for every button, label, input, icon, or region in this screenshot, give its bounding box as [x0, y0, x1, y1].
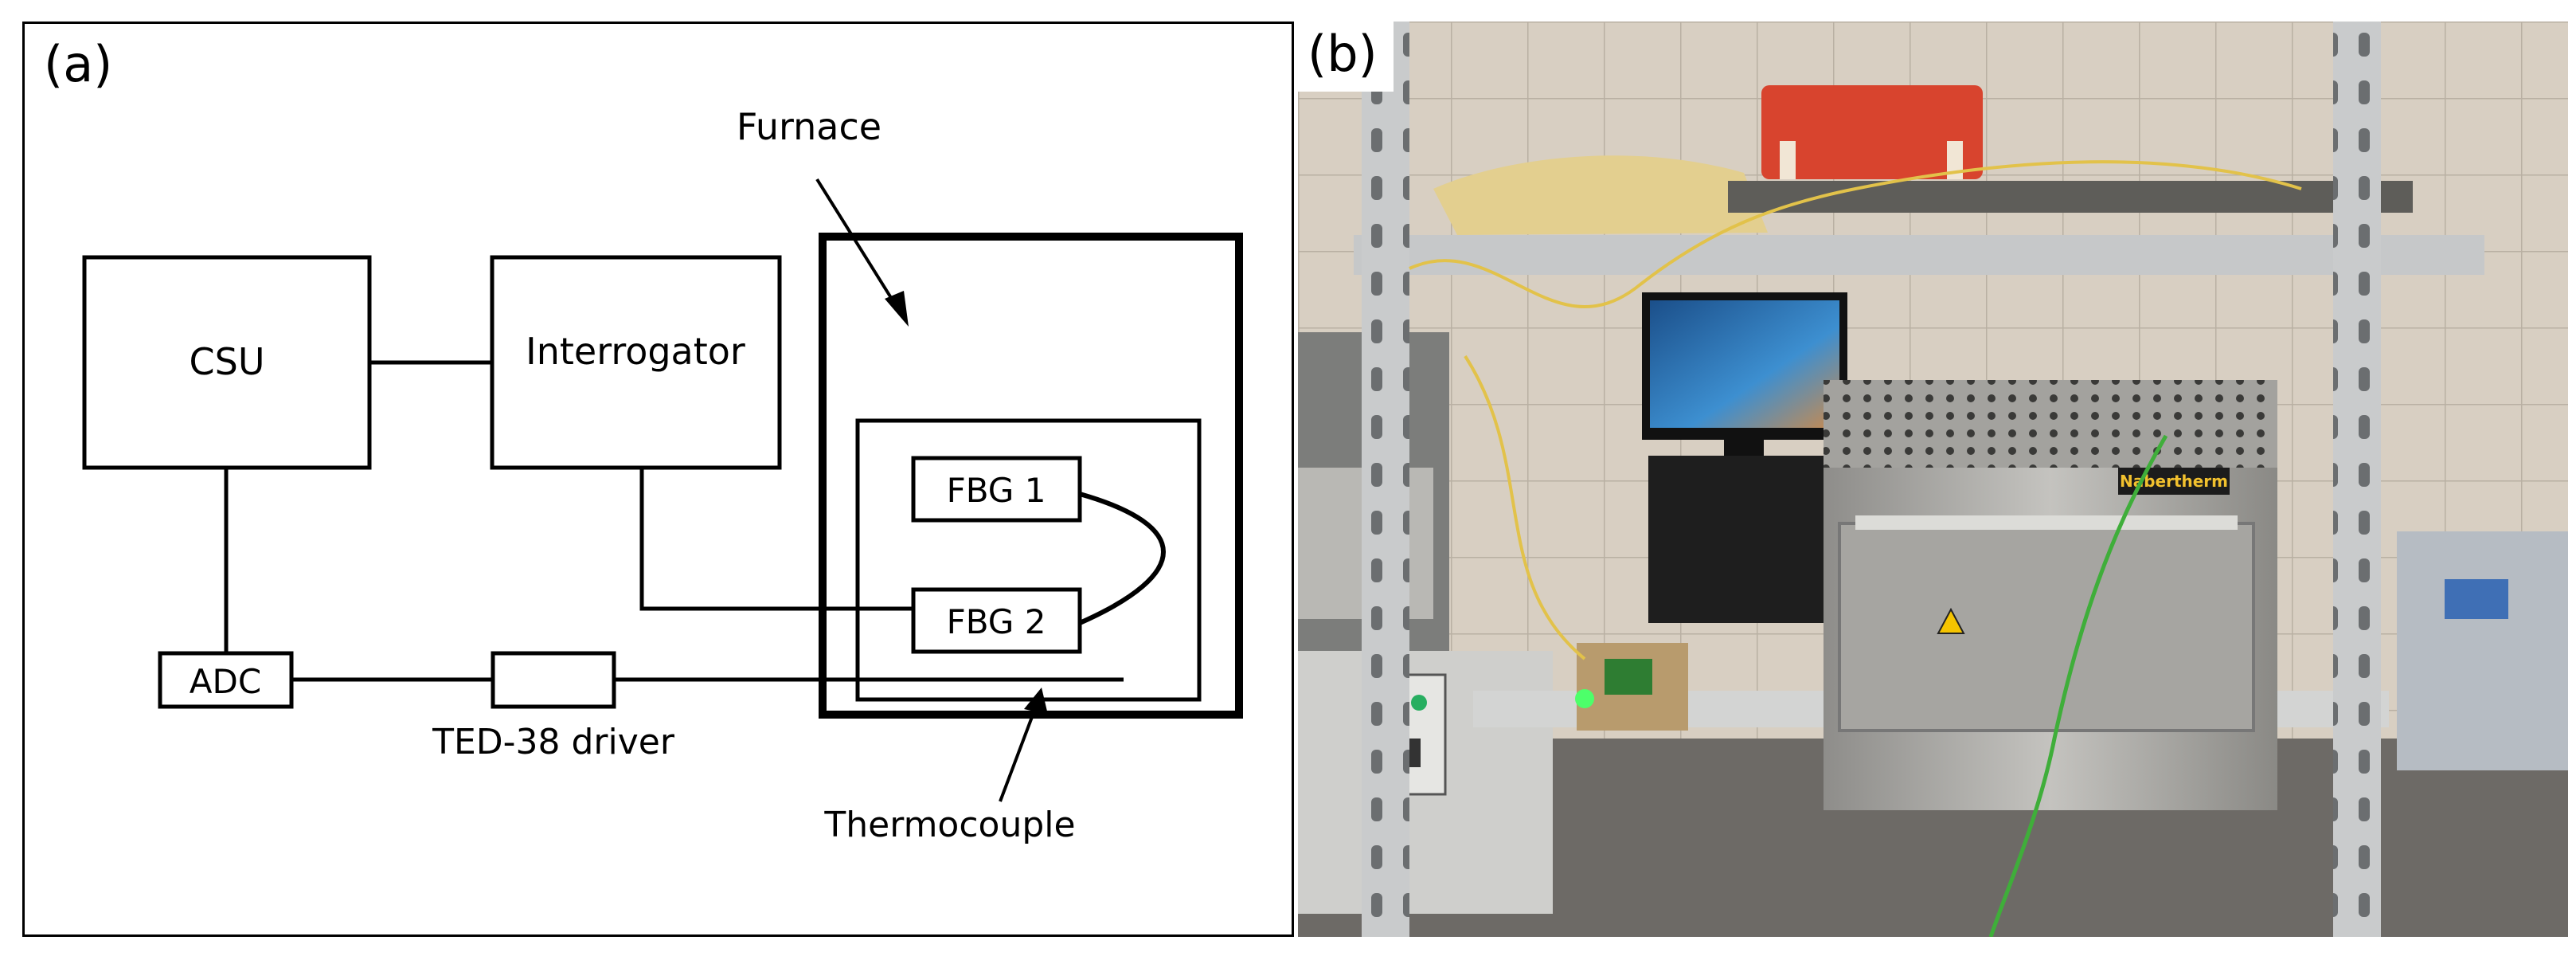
ted-driver-block — [491, 651, 616, 709]
interrogator-block — [490, 255, 782, 470]
fiber-optic-cable-2 — [1464, 355, 1586, 660]
fbg2-block — [911, 587, 1082, 654]
metal-sheet — [1728, 181, 2413, 213]
furnace-arrow-shaft — [815, 178, 898, 308]
top-shelf — [1354, 235, 2484, 275]
control-knob-green — [1411, 695, 1427, 711]
panel-a-label: (a) — [44, 35, 113, 93]
furnace-handle — [1855, 515, 2238, 530]
right-equipment — [2397, 531, 2568, 770]
green-pcb — [1605, 659, 1652, 695]
furnace-arrowhead — [885, 291, 909, 327]
fbg1-block — [911, 456, 1082, 523]
thermocouple-arrow-shaft — [999, 710, 1036, 802]
csu-block — [82, 255, 372, 470]
red-tool-case — [1761, 85, 1983, 179]
adc-block — [158, 651, 294, 709]
thermocouple-label: Thermocouple — [823, 805, 1075, 845]
panel-b-photo: Nabertherm (b) — [1298, 22, 2568, 937]
left-shelf-upright — [1362, 22, 1409, 937]
right-shelf-upright — [2333, 22, 2381, 937]
furnace-top — [1824, 380, 2277, 476]
pc-case — [1648, 456, 1839, 623]
fiber-optic-cable — [1409, 160, 2302, 308]
green-led — [1575, 689, 1594, 708]
furnace-label: Furnace — [737, 105, 881, 148]
furnace-outer-box — [819, 233, 1243, 719]
lab-photo-illustration: Nabertherm — [1298, 22, 2568, 937]
furnace-warning-sign — [1937, 607, 1965, 634]
fbg2-label: FBG 2 — [947, 602, 1046, 641]
red-case-latch-2 — [1947, 141, 1963, 179]
interrogator-label: Interrogator — [526, 330, 745, 373]
interrogator-fbg2-line — [639, 468, 913, 611]
thermocouple-wire — [1988, 434, 2168, 937]
fbg1-label: FBG 1 — [947, 471, 1046, 510]
monitor-screen — [1650, 300, 1839, 428]
yellow-cloth — [1433, 155, 1768, 235]
red-case-latch — [1780, 141, 1796, 179]
furnace-door — [1838, 522, 2255, 732]
ted-driver-label: TED-38 driver — [432, 722, 675, 762]
diagram-canvas: CSU Interrogator FBG 1 FBG 2 ADC Furnace… — [82, 105, 1243, 845]
adc-label: ADC — [190, 662, 261, 701]
thermocouple-arrowhead — [1024, 688, 1048, 715]
fbg-fiber-loop — [1078, 492, 1166, 625]
monitor-stand — [1724, 440, 1764, 456]
csu-label: CSU — [190, 340, 265, 383]
blue-clamp — [2445, 579, 2508, 619]
panel-b-label: (b) — [1298, 22, 1394, 92]
furnace-chamber-box — [855, 418, 1202, 702]
panel-a-diagram: (a) CSU Interrogator FBG 1 FBG 2 ADC Fur… — [22, 22, 1294, 937]
